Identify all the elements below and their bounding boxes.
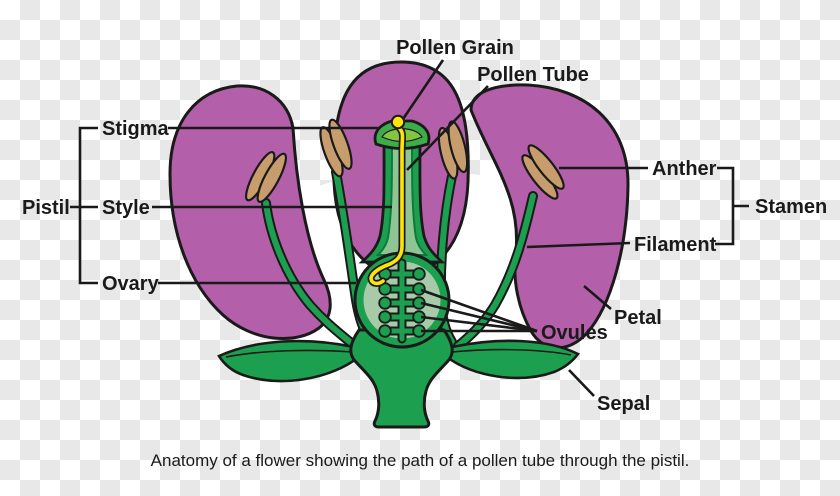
filament-left-outer-fill — [263, 200, 353, 345]
pollen-grain-dot — [390, 114, 406, 130]
ovule — [378, 324, 392, 338]
placenta — [381, 258, 423, 344]
anther-left-inner — [319, 118, 353, 178]
pollen-tube-path — [367, 125, 406, 287]
stamen-bracket — [715, 166, 749, 246]
ovule — [378, 296, 392, 310]
pollen-grain-pointer-line — [401, 59, 445, 120]
anther-right-inner — [437, 120, 469, 180]
pistil — [353, 114, 451, 349]
sepal-right — [443, 339, 580, 380]
petal-label: Petal — [614, 307, 662, 329]
sepal-left-vein — [225, 349, 355, 358]
stamen-label: Stamen — [755, 196, 827, 218]
pollen-tube-label: Pollen Tube — [477, 64, 589, 86]
petal-pointer-line — [583, 285, 612, 310]
filament-right-outer-fill — [455, 193, 536, 349]
style-label: Style — [102, 197, 150, 219]
ovary-label: Ovary — [102, 273, 160, 295]
anther-label: Anther — [652, 158, 717, 180]
pollen-grain-label: Pollen Grain — [396, 37, 514, 59]
sepal-label: Sepal — [597, 393, 650, 415]
anthers — [245, 118, 565, 203]
filament-pointer-line — [526, 241, 631, 249]
ovules-pointer-lines — [420, 288, 538, 333]
stigma-label: Stigma — [102, 118, 170, 140]
pistil-bracket — [70, 126, 98, 285]
ovules-label: Ovules — [541, 322, 608, 344]
sepal-left — [217, 339, 363, 383]
ovule — [378, 310, 392, 324]
sepal-pointer-line — [568, 369, 595, 397]
sepal-right-vein — [451, 348, 572, 356]
pointer-lines — [70, 59, 749, 397]
pistil-label: Pistil — [22, 197, 70, 219]
anther-left-outer — [245, 151, 287, 203]
labels: Pollen Grain Pollen Tube Stigma Style Ov… — [22, 37, 827, 415]
pollen-tube-pointer-line — [406, 85, 489, 171]
sepals — [217, 339, 580, 383]
filament-label: Filament — [634, 234, 717, 256]
receptacle-stem — [349, 328, 454, 429]
ovule — [412, 267, 426, 281]
ovules-group — [378, 267, 426, 338]
caption: Anatomy of a flower showing the path of … — [150, 451, 690, 470]
anther-right-outer — [521, 144, 565, 200]
ovule — [412, 282, 426, 296]
